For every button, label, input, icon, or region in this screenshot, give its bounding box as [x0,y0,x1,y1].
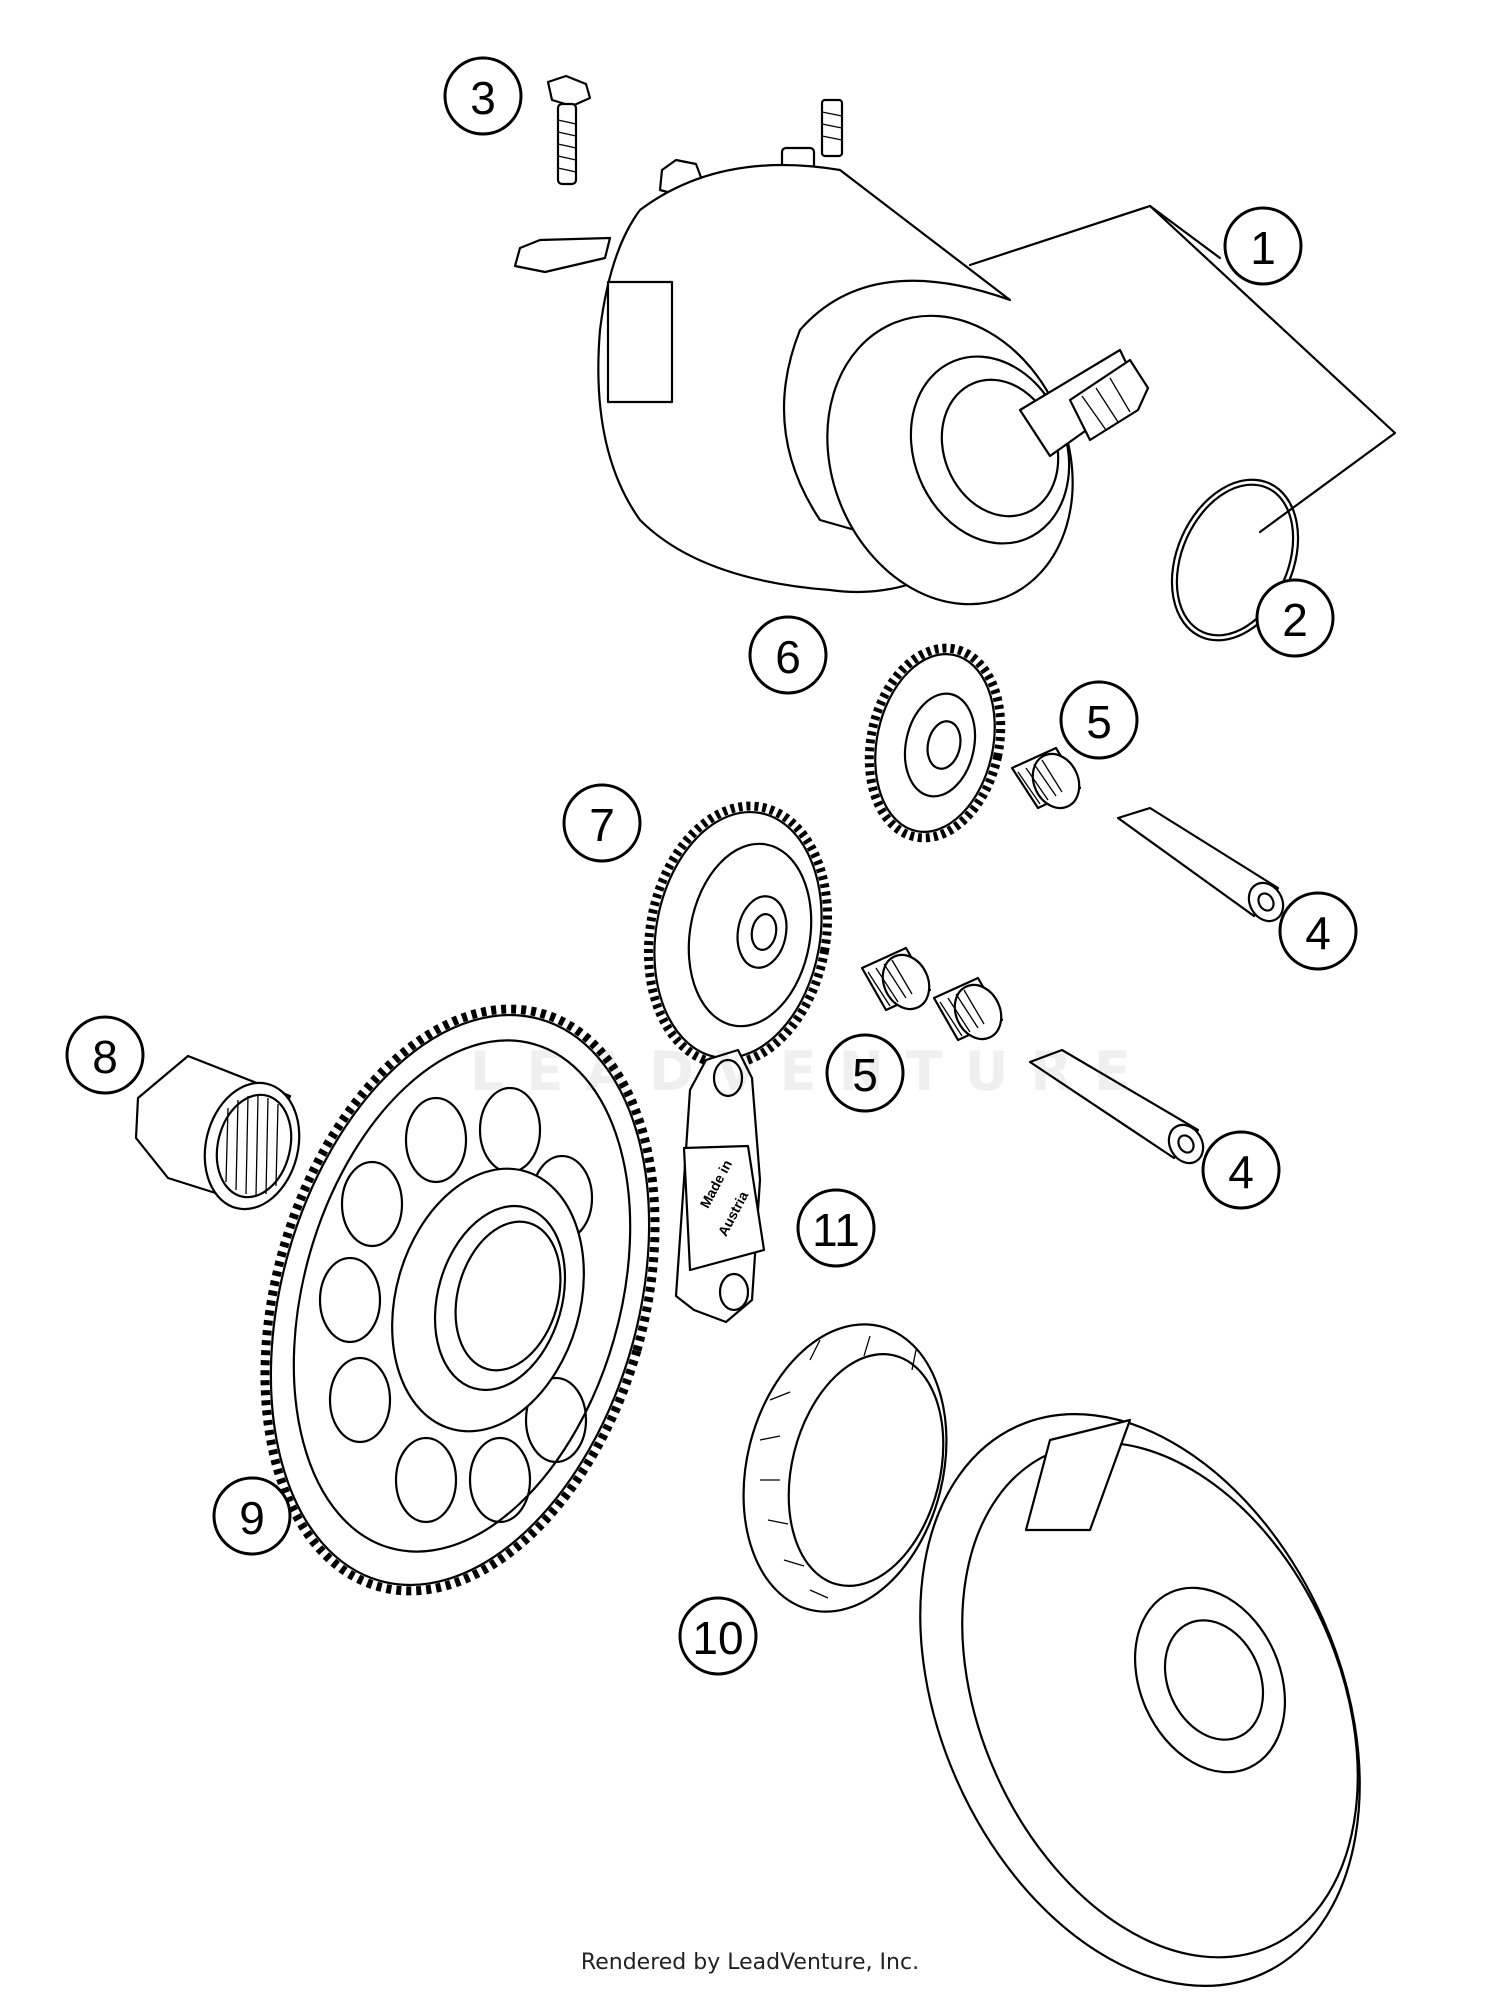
callout-label: 4 [1305,907,1331,959]
callout-label: 2 [1282,594,1308,646]
callout-part-4b: 4 [1201,1130,1281,1210]
callout-label: 5 [852,1049,878,1101]
needle-bearing-upper [1010,746,1082,810]
bearing-clamp: Made in Austria [674,1048,766,1324]
callout-part-10: 10 [678,1596,758,1676]
intermediate-gear-small [864,643,1006,843]
callout-part-4a: 4 [1278,891,1358,971]
callout-part-11: 11 [796,1188,876,1268]
shaft-lower [1028,1048,1205,1165]
callout-part-5b: 5 [825,1033,905,1113]
needle-bearing-lower-left [860,946,932,1012]
callout-part-2: 2 [1255,578,1335,658]
callout-label: 10 [692,1612,743,1664]
callout-label: 1 [1250,222,1276,274]
callout-part-7: 7 [562,783,642,863]
callout-label: 4 [1228,1146,1254,1198]
callout-label: 8 [92,1031,118,1083]
needle-bearing-lower-right [932,976,1004,1042]
callout-part-5a: 5 [1059,680,1139,760]
shaft-upper [1116,806,1285,923]
callout-label: 9 [239,1492,265,1544]
rotor-cup [919,1413,1361,1987]
callout-part-1: 1 [1223,206,1303,286]
ring-gear [260,1004,660,1596]
footer-credit: Rendered by LeadVenture, Inc. [580,1950,920,1975]
callout-label: 7 [589,799,615,851]
callout-label: 6 [775,631,801,683]
leader-lines [968,204,1397,534]
callout-part-9: 9 [212,1476,292,1556]
callout-label: 5 [1086,696,1112,748]
watermark: LEADVENTURE [470,1040,1153,1103]
callout-part-3: 3 [443,56,523,136]
callout-part-6: 6 [748,615,828,695]
starter-motor [513,98,1150,606]
callout-label: 11 [812,1204,860,1256]
callout-label: 3 [470,72,496,124]
bushing [134,1054,301,1211]
screw [546,74,592,186]
sprag-freewheel [742,1323,948,1613]
callout-part-8: 8 [65,1015,145,1095]
intermediate-gear-large [643,801,833,1069]
